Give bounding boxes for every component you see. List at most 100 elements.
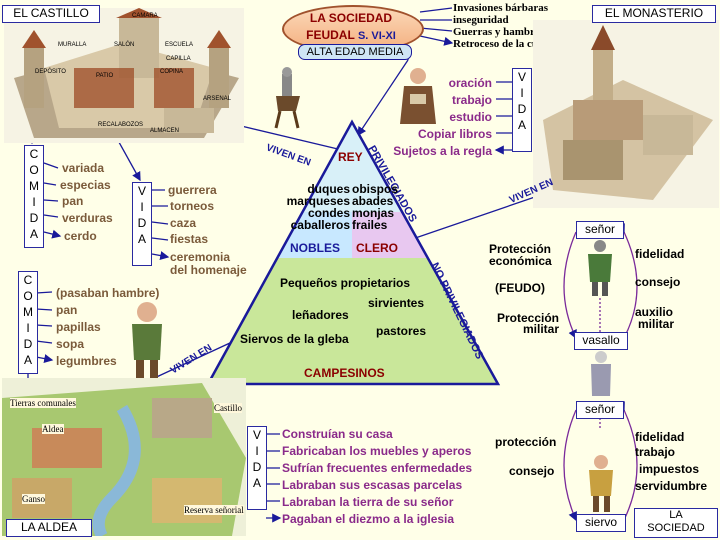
- castle-food-item: verduras: [62, 211, 113, 225]
- siervo-box: siervo: [576, 514, 626, 532]
- castle-label: COPINA: [160, 69, 184, 75]
- society-label: LA SOCIEDAD: [634, 508, 718, 538]
- letter: V: [137, 184, 146, 198]
- letter: D: [517, 102, 527, 116]
- letter: M: [29, 179, 39, 193]
- knight-figure: [266, 66, 306, 132]
- serf-obligation: consejo: [509, 464, 555, 478]
- letter: O: [23, 289, 33, 303]
- castle-food-item: pan: [62, 194, 84, 208]
- castle-life-item: fiestas: [170, 232, 209, 246]
- village-life-item: Sufrían frecuentes enfermedades: [282, 461, 473, 475]
- village-food-item: legumbres: [56, 354, 117, 368]
- vassal-senor-box: señor: [576, 221, 624, 239]
- page-title-line2: FEUDAL S. VI-XI: [282, 28, 420, 42]
- peasant-type: pastores: [376, 324, 427, 338]
- member: obispos: [352, 182, 399, 196]
- castle-label: SALÓN: [114, 42, 135, 48]
- vassal-obligation: militar: [523, 322, 560, 336]
- castle-food-item: variada: [62, 161, 105, 175]
- castle-label: CAPILLA: [166, 56, 191, 62]
- society-label-line2: SOCIEDAD: [647, 522, 705, 534]
- vassal-duty: auxilio: [635, 305, 674, 319]
- letter: I: [32, 195, 36, 209]
- era-badge: ALTA EDAD MEDIA: [298, 44, 412, 60]
- village-food-item: pan: [56, 303, 78, 317]
- castle-life-item: guerrera: [168, 183, 217, 197]
- nobles-members: duques marqueses condes caballeros: [284, 183, 350, 231]
- vassal-obligation: económica: [489, 254, 552, 268]
- letter: M: [23, 305, 33, 319]
- letter: I: [520, 86, 524, 100]
- peasant-eating-figure: [128, 298, 166, 380]
- castle-illustration: [4, 8, 244, 143]
- castle-label: PATIO: [96, 73, 114, 79]
- letter: A: [517, 118, 526, 132]
- letter: D: [252, 460, 262, 474]
- serf-duty: fidelidad: [635, 430, 685, 444]
- castle-life-item: ceremonia: [170, 250, 231, 264]
- letter: A: [252, 476, 261, 490]
- member: abades: [352, 194, 394, 208]
- cause-item: Guerras y hambre: [453, 26, 540, 38]
- castle-label: ARSENAL: [203, 96, 232, 102]
- letter: C: [29, 147, 39, 161]
- castle-life-item: del homenaje: [170, 263, 247, 277]
- serf-figure: [584, 454, 618, 514]
- member: monjas: [352, 206, 395, 220]
- serf-duty: impuestos: [639, 462, 700, 476]
- village-food-item: papillas: [56, 320, 101, 334]
- letter: A: [137, 232, 146, 246]
- castle-food-item: especias: [60, 178, 111, 192]
- vassal-obligation: Protección: [497, 311, 560, 325]
- monastery-life-item: oración: [448, 76, 492, 90]
- village-label: Aldea: [42, 424, 64, 434]
- letter: O: [29, 163, 39, 177]
- castle-label: CAMARA: [132, 13, 158, 19]
- clero-label: CLERO: [356, 241, 398, 255]
- peasant-type: leñadores: [292, 308, 349, 322]
- village-food-item: (pasaban hambre): [56, 286, 160, 300]
- member: marqueses: [286, 194, 350, 208]
- vassal-figure: [588, 350, 614, 400]
- serf-senor-box: señor: [576, 401, 624, 419]
- title-period: S. VI-XI: [357, 30, 396, 42]
- social-pyramid: [206, 119, 501, 386]
- clero-members: obispos abades monjas frailes: [352, 183, 398, 231]
- rey-label: REY: [338, 150, 363, 164]
- letter: I: [255, 444, 259, 458]
- castle-life-item: caza: [170, 216, 197, 230]
- letter: A: [23, 353, 32, 367]
- castle-label: DEPÓSITO: [35, 69, 66, 75]
- page-title-line1: LA SOCIEDAD: [309, 11, 393, 25]
- village-life-item: Labraban sus escasas parcelas: [282, 478, 463, 492]
- monastery-life-item: estudio: [449, 110, 492, 124]
- vassal-obligation: Protección: [489, 242, 552, 256]
- village-life-item: Fabricaban los muebles y aperos: [282, 444, 472, 458]
- castle-life-item: torneos: [170, 199, 215, 213]
- nobles-label: NOBLES: [290, 241, 341, 255]
- lord-figure: [584, 238, 616, 298]
- member: caballeros: [290, 218, 350, 232]
- title-feudal: FEUDAL: [306, 28, 355, 42]
- village-label: Reserva señorial: [184, 505, 244, 515]
- letter: D: [29, 211, 39, 225]
- cause-item: inseguridad: [453, 14, 509, 26]
- village-life-item: Pagaban el diezmo a la iglesia: [282, 512, 455, 526]
- letter: I: [140, 200, 144, 214]
- vassal-duty: militar: [638, 317, 675, 331]
- castle-label: RECALABOZOS: [98, 122, 144, 128]
- monastery-illustration: [533, 20, 719, 208]
- letter: D: [23, 337, 33, 351]
- letter: D: [137, 216, 147, 230]
- village-label: Ganso: [22, 494, 45, 504]
- member: condes: [307, 206, 350, 220]
- letter: V: [517, 70, 526, 84]
- castle-label: ESCUELA: [165, 42, 194, 48]
- castle-title: EL CASTILLO: [2, 5, 100, 23]
- cause-item: Invasiones bárbaras: [453, 2, 549, 14]
